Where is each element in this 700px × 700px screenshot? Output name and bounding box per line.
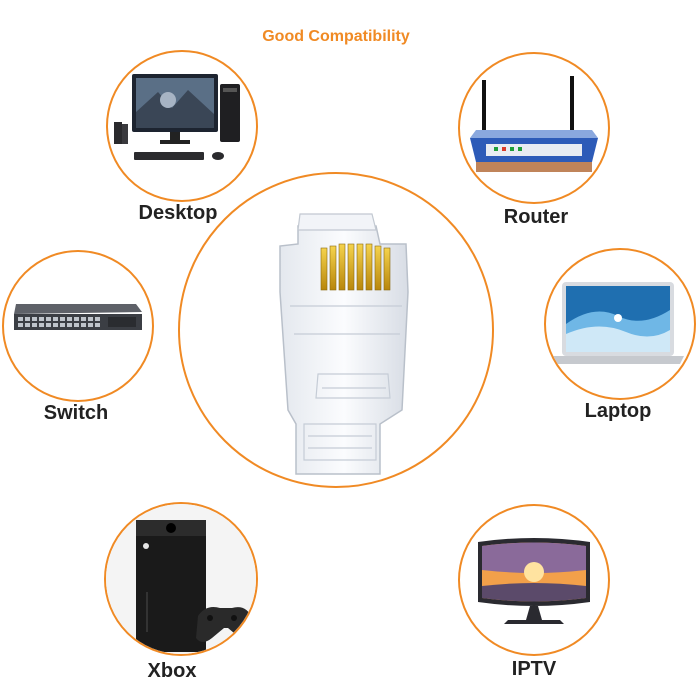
switch-label: Switch bbox=[43, 402, 109, 424]
desktop-image bbox=[106, 50, 258, 202]
rj45-connector-image bbox=[178, 172, 494, 488]
switch-image bbox=[2, 250, 154, 402]
laptop-icon bbox=[552, 282, 684, 364]
xbox-label: Xbox bbox=[147, 660, 197, 682]
desktop-computer-icon bbox=[114, 74, 240, 160]
xbox-console-icon bbox=[106, 504, 256, 654]
iptv-label: IPTV bbox=[511, 658, 557, 680]
router-icon bbox=[470, 76, 598, 172]
router-image bbox=[458, 52, 610, 204]
laptop-image bbox=[544, 248, 696, 400]
xbox-image bbox=[104, 502, 258, 656]
desktop-label: Desktop bbox=[138, 202, 218, 224]
router-label: Router bbox=[503, 206, 569, 228]
laptop-label: Laptop bbox=[584, 400, 652, 422]
tv-monitor-icon bbox=[478, 538, 590, 624]
page-title: Good Compatibility bbox=[262, 28, 410, 45]
rj45-connector-icon bbox=[279, 213, 409, 475]
iptv-image bbox=[458, 504, 610, 656]
network-switch-icon bbox=[14, 304, 142, 330]
